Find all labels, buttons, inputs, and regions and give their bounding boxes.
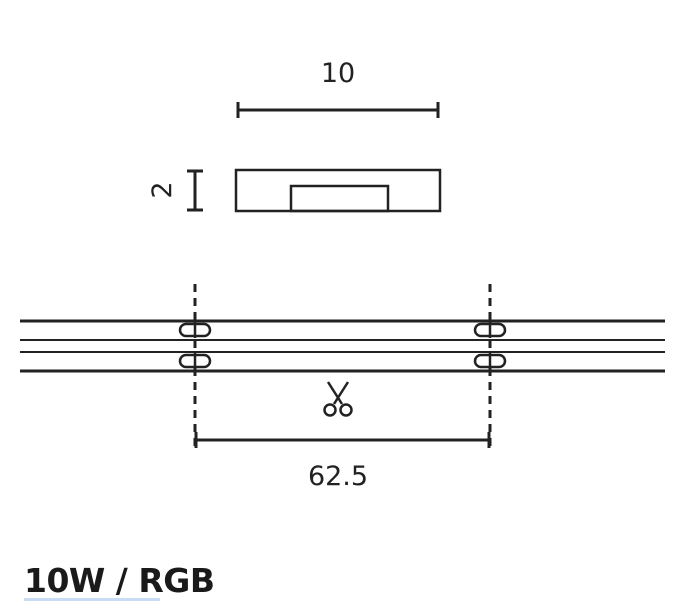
product-title: 10W / RGB bbox=[24, 561, 215, 600]
strip-cross-section bbox=[234, 168, 442, 213]
width-dimension bbox=[236, 102, 440, 118]
height-dimension bbox=[187, 169, 203, 212]
height-label: 2 bbox=[147, 181, 178, 198]
solder-pads bbox=[178, 322, 507, 369]
width-label: 10 bbox=[321, 58, 355, 89]
title-underline bbox=[24, 598, 160, 601]
strip-top-view bbox=[20, 319, 665, 373]
cut-interval-dimension bbox=[194, 432, 491, 448]
cut-lines bbox=[193, 284, 492, 446]
cut-interval-label: 62.5 bbox=[308, 461, 368, 492]
scissors-icon bbox=[323, 381, 353, 417]
